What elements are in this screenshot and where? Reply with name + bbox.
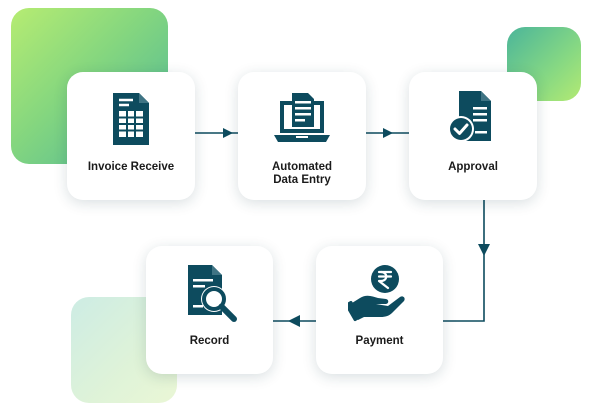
step-card-approval: Approval bbox=[409, 72, 537, 200]
step-label: Approval bbox=[448, 161, 498, 173]
arrow-right-1 bbox=[223, 128, 233, 138]
connector-3-4 bbox=[443, 200, 485, 322]
rupee-hand-icon bbox=[347, 261, 412, 325]
document-check-icon bbox=[441, 87, 505, 151]
step-label: Automated Data Entry bbox=[271, 161, 333, 186]
step-label: Invoice Receive bbox=[87, 161, 175, 173]
arrow-left-4 bbox=[288, 315, 300, 327]
step-label: Record bbox=[189, 335, 230, 347]
step-card-invoice-receive: Invoice Receive bbox=[67, 72, 195, 200]
arrow-down-3 bbox=[478, 244, 490, 256]
document-search-icon bbox=[178, 261, 242, 325]
arrow-right-2 bbox=[383, 128, 393, 138]
step-label: Payment bbox=[355, 335, 404, 347]
step-card-payment: Payment bbox=[316, 246, 443, 374]
laptop-document-icon bbox=[270, 87, 334, 151]
step-card-record: Record bbox=[146, 246, 273, 374]
step-card-automated-data-entry: Automated Data Entry bbox=[238, 72, 366, 200]
invoice-spreadsheet-icon bbox=[99, 87, 163, 151]
